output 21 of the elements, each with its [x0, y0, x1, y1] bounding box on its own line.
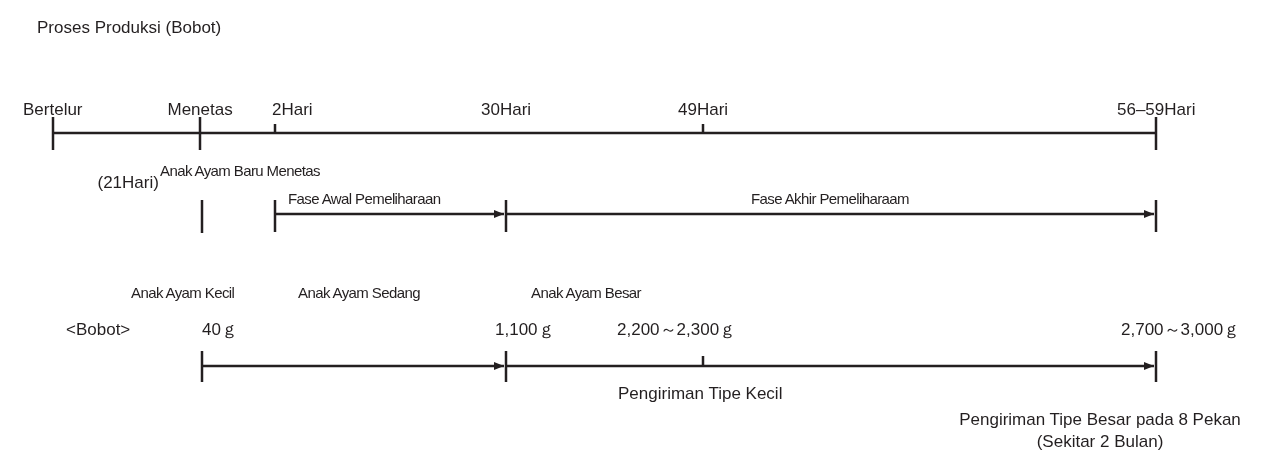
weight-label: 2,700～3,000ｇ	[1121, 320, 1241, 340]
timeline-label: Bertelur	[23, 100, 83, 120]
stage-label: Anak Ayam Baru Menetas	[160, 162, 320, 180]
weight-label: 2,200～2,300ｇ	[617, 320, 737, 340]
day-label: 49Hari	[678, 100, 729, 120]
stage-label: Anak Ayam Besar	[531, 284, 641, 302]
phase-label: Fase Akhir Pemeliharaam	[751, 190, 909, 208]
day-label: 56–59Hari	[1117, 100, 1196, 120]
weight-label: 40ｇ	[202, 320, 238, 340]
timeline-label: Menetas	[167, 100, 233, 120]
diagram-title: Proses Produksi (Bobot)	[37, 18, 222, 38]
phase-label: Fase Awal Pemeliharaan	[288, 190, 441, 208]
shipping-label: Pengiriman Tipe Kecil	[618, 384, 783, 404]
duration-label: (21Hari)	[97, 173, 159, 193]
day-label: 30Hari	[481, 100, 532, 120]
day-label: 2Hari	[272, 100, 313, 120]
weight-label: 1,100ｇ	[495, 320, 555, 340]
row-heading: <Bobot>	[66, 320, 131, 340]
stage-label: Anak Ayam Kecil	[131, 284, 235, 302]
shipping-label: Pengiriman Tipe Besar pada 8 Pekan (Sekitar 2 Bulan)	[958, 409, 1242, 453]
stage-label: Anak Ayam Sedang	[298, 284, 420, 302]
